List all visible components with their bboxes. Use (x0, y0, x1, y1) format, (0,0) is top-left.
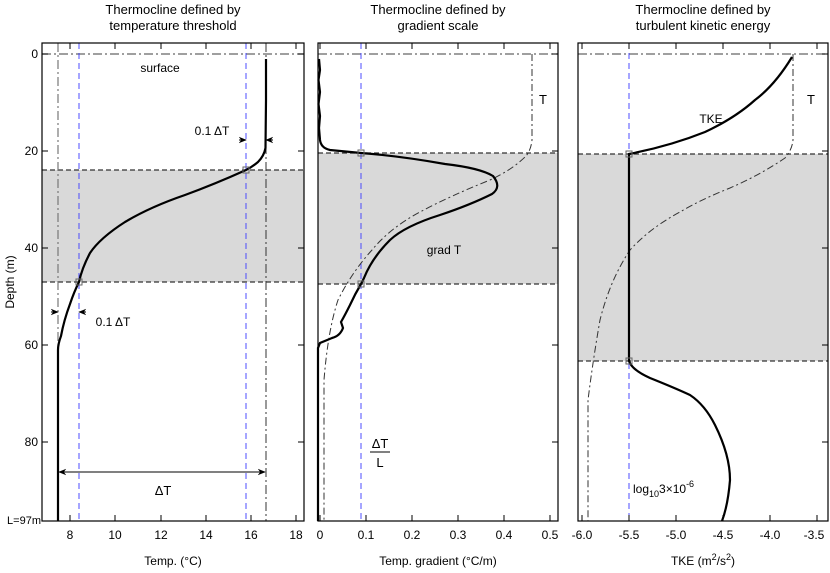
panel3-frame (577, 42, 829, 522)
panel-gradient-scale: Thermocline defined by gradient scale T … (317, 2, 559, 568)
label-log-threshold: log103×10-6 (633, 479, 694, 499)
panel-tke: Thermocline defined by turbulent kinetic… (572, 2, 829, 568)
ytick: 20 (25, 144, 39, 158)
lower-marker (357, 280, 365, 288)
xtick: 8 (67, 528, 74, 542)
lower-marker (75, 278, 83, 286)
x-axis-label: TKE (m2/s2) (671, 552, 735, 568)
xtick: -5.0 (666, 528, 687, 542)
xtick: -5.5 (619, 528, 640, 542)
label-gradT: grad T (427, 243, 462, 257)
xtick: -3.5 (804, 528, 825, 542)
xtick: 10 (108, 528, 122, 542)
panel3-title-line1: Thermocline defined by (635, 2, 771, 17)
xtick: -4.5 (713, 528, 734, 542)
ytick: 0 (31, 47, 38, 61)
lower-marker (625, 357, 633, 365)
x-axis-label: Temp. gradient (°C/m) (379, 554, 497, 568)
xtick: 12 (154, 528, 168, 542)
xtick: 0.3 (450, 528, 467, 542)
panel1-title-line2: temperature threshold (109, 18, 236, 33)
xtick: -4.0 (760, 528, 781, 542)
label-01dT-top: 0.1 ΔT (195, 124, 230, 138)
thermocline-band (42, 170, 304, 282)
xtick: 18 (289, 528, 303, 542)
label-TKE: TKE (699, 112, 722, 126)
upper-marker (242, 166, 250, 174)
xtick: 14 (199, 528, 213, 542)
label-dT: ΔT (155, 483, 172, 498)
x-axis-label: Temp. (°C) (144, 554, 201, 568)
ytick-L: L=97m (7, 515, 41, 527)
xtick: 0.2 (404, 528, 421, 542)
panel1-frame (41, 42, 305, 522)
panel-temperature-threshold: Thermocline defined by temperature thres… (3, 2, 305, 568)
ytick: 40 (25, 241, 39, 255)
panel2-title-line2: gradient scale (398, 18, 479, 33)
label-T: T (807, 92, 815, 107)
panel2-frame (317, 42, 559, 522)
thermocline-band (578, 154, 828, 361)
panel1-title-line1: Thermocline defined by (105, 2, 241, 17)
xtick: 0.5 (542, 528, 559, 542)
label-frac-den: L (376, 455, 383, 470)
xtick: 0 (317, 528, 324, 542)
thermocline-band (318, 153, 558, 284)
tke-curve (627, 56, 793, 522)
label-01dT-bottom: 0.1 ΔT (96, 315, 131, 329)
ytick: 80 (25, 435, 39, 449)
upper-marker (625, 150, 633, 158)
gradient-curve (316, 58, 499, 521)
xtick: 16 (244, 528, 258, 542)
label-frac-num: ΔT (372, 436, 389, 451)
panel2-title-line1: Thermocline defined by (370, 2, 506, 17)
temperature-curve (56, 59, 268, 521)
xtick: 0.4 (496, 528, 513, 542)
upper-marker (357, 149, 365, 157)
ytick: 60 (25, 338, 39, 352)
y-axis-label: Depth (m) (3, 255, 17, 308)
scaled-temperature-curve (323, 54, 533, 521)
label-T: T (539, 92, 547, 107)
xtick: -6.0 (572, 528, 593, 542)
panel3-title-line2: turbulent kinetic energy (636, 18, 771, 33)
surface-label: surface (140, 61, 180, 75)
scaled-temperature-curve (587, 54, 794, 521)
xtick: 0.1 (358, 528, 375, 542)
